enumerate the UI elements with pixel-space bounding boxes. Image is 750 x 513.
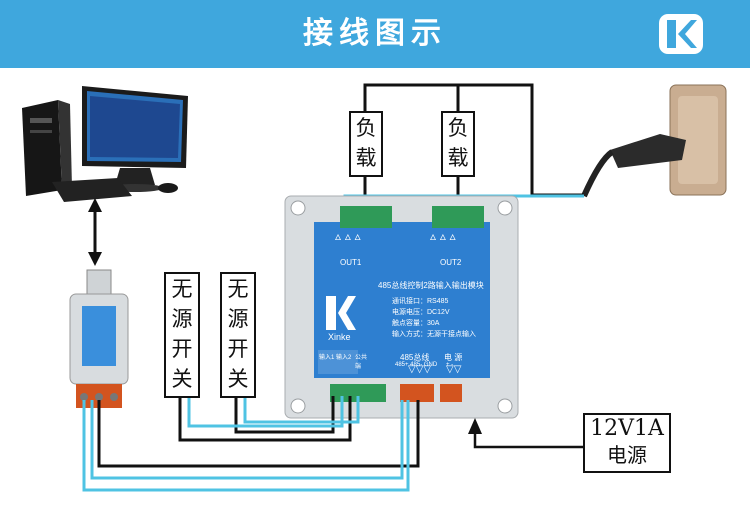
computer-tower xyxy=(22,100,72,196)
common-label: 公共端 xyxy=(355,355,368,370)
brand-logo xyxy=(659,14,703,54)
svg-text:▽▽▽: ▽▽▽ xyxy=(408,364,431,375)
power-arrow xyxy=(468,418,583,449)
wall-socket xyxy=(581,84,727,198)
relay-module: ▵ ▵ ▵ ▵ ▵ ▵ ▽▽▽ ▽▽ xyxy=(284,195,519,419)
switch-wiring-cyan xyxy=(82,393,410,492)
switch-wiring xyxy=(97,393,420,468)
load-1-char-1: 负 xyxy=(355,116,377,140)
module-specs: 通讯接口：RS485 电源电压：DC12V 触点容量：30A 输入方式：无源干接… xyxy=(392,296,490,340)
switch-1-char-1: 无 xyxy=(171,277,193,301)
power-pins-label: + - xyxy=(446,362,454,368)
keyboard xyxy=(52,178,132,202)
switch-2-char-3: 开 xyxy=(227,337,249,361)
usb-485-converter xyxy=(69,269,129,408)
input2-label: 输入2 xyxy=(336,355,352,361)
power-supply-text: 电源 xyxy=(607,443,647,467)
svg-text:▵ ▵ ▵: ▵ ▵ ▵ xyxy=(430,229,456,243)
power-supply-rating: 12V1A xyxy=(590,416,664,441)
svg-text:▽▽: ▽▽ xyxy=(446,364,462,375)
power-supply-label: 12V1A 电源 xyxy=(583,413,671,473)
switch-1-char-4: 关 xyxy=(171,367,193,391)
switch-1-char-3: 开 xyxy=(171,337,193,361)
load-2-char-2: 载 xyxy=(447,146,469,170)
out2-label: OUT2 xyxy=(440,258,462,267)
switch-1-char-2: 源 xyxy=(171,307,193,331)
page-title: 接线图示 xyxy=(303,16,447,51)
bus-pins-label: 485+ 485- GND xyxy=(395,362,438,368)
input1-label: 输入1 xyxy=(319,355,335,361)
power-label: 电 源 xyxy=(444,353,463,362)
passive-switch-2: 无 源 开 关 xyxy=(220,272,256,398)
passive-switch-1: 无 源 开 关 xyxy=(164,272,200,398)
svg-text:▵ ▵ ▵: ▵ ▵ ▵ xyxy=(335,229,361,243)
bus-label: 485总线 xyxy=(400,353,430,362)
computer-monitor xyxy=(82,86,188,192)
header-banner xyxy=(0,0,750,68)
switch-2-char-1: 无 xyxy=(227,277,249,301)
module-brand: Xinke xyxy=(328,332,351,342)
spec-capacity: 触点容量：30A xyxy=(392,320,440,327)
switch-2-char-4: 关 xyxy=(227,367,249,391)
logo-k-icon xyxy=(667,20,697,48)
mouse xyxy=(158,183,178,193)
spec-voltage: 电源电压：DC12V xyxy=(392,309,450,316)
module-title: 485总线控制2路输入输出模块 xyxy=(378,281,484,290)
connection-arrow xyxy=(88,198,102,266)
load-label-2: 负 载 xyxy=(441,111,475,177)
load-label-1: 负 载 xyxy=(349,111,383,177)
spec-interface: 通讯接口：RS485 xyxy=(392,298,449,305)
switch-2-char-2: 源 xyxy=(227,307,249,331)
spec-input-mode: 输入方式：无源干接点输入 xyxy=(392,331,476,338)
out1-label: OUT1 xyxy=(340,258,362,267)
load-2-char-1: 负 xyxy=(447,116,469,140)
load-1-char-2: 载 xyxy=(355,146,377,170)
